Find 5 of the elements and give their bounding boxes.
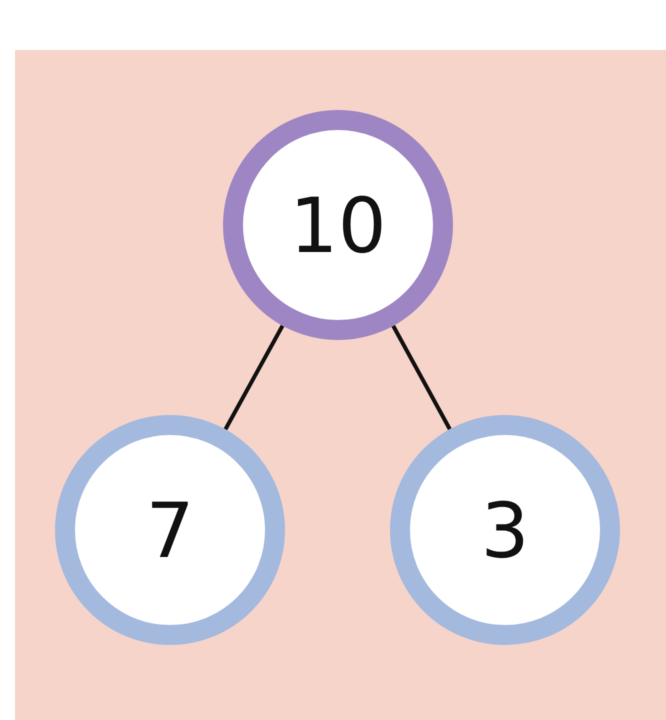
number-label: 10: [290, 180, 386, 270]
connector-line: [224, 324, 284, 430]
connector-line: [391, 324, 452, 430]
number-label: 3: [480, 486, 530, 574]
number-label: 7: [146, 486, 194, 574]
